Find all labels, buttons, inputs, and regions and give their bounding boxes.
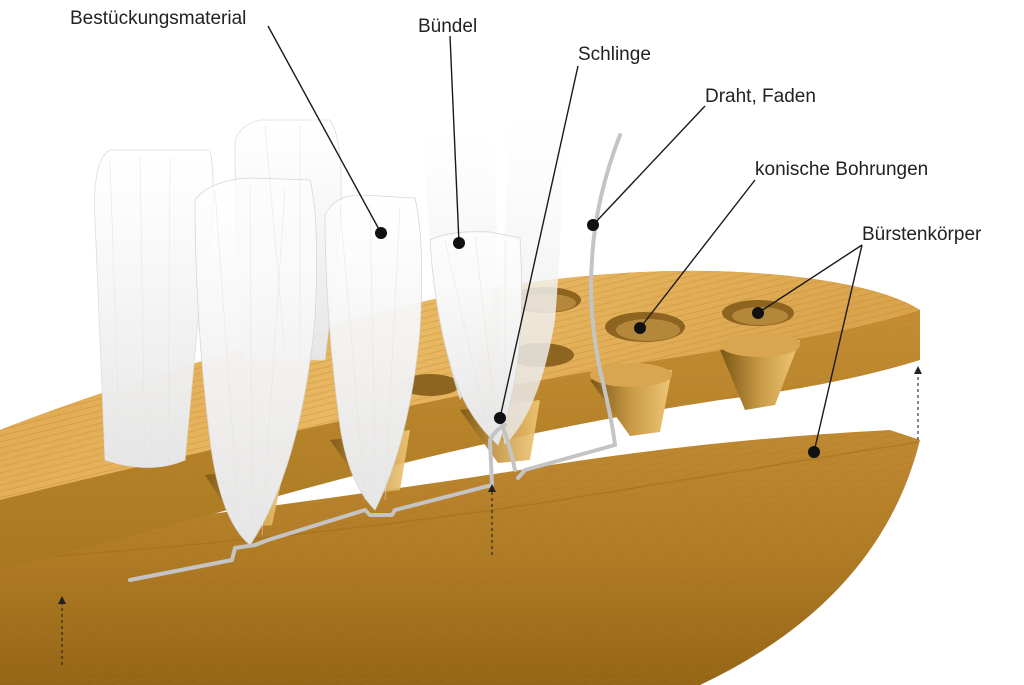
wire-thread: [128, 133, 622, 582]
label-konische-bohrungen: konische Bohrungen: [755, 159, 928, 180]
label-bestueckungsmaterial: Bestückungsmaterial: [70, 8, 246, 29]
bristle-tufts: [94, 111, 562, 546]
lower-body: [0, 430, 920, 685]
label-buerstenkoerper: Bürstenkörper: [862, 224, 982, 245]
labels: Bestückungsmaterial Bündel Schlinge Drah…: [70, 8, 982, 245]
label-draht-faden: Draht, Faden: [705, 86, 816, 107]
assembly-arrows: [58, 366, 922, 665]
leader-lines: [267, 25, 863, 458]
label-schlinge: Schlinge: [578, 44, 651, 65]
label-buendel: Bündel: [418, 16, 477, 37]
